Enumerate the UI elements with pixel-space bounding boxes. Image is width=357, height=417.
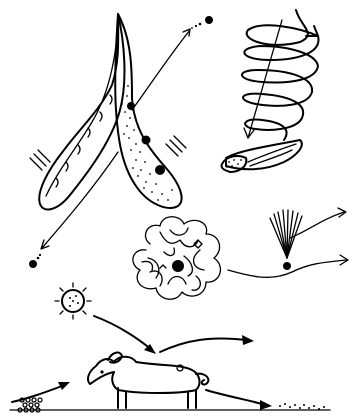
pod-left-valve xyxy=(39,14,124,210)
ejected-seed-trail xyxy=(191,23,201,29)
pappus-bristles xyxy=(270,210,302,258)
plumed-seed xyxy=(283,262,291,270)
animal-gut-panel xyxy=(10,353,330,412)
excrete-arrowhead xyxy=(260,400,272,410)
burr-carry-arrowhead xyxy=(242,335,254,345)
burr-carry-path xyxy=(160,339,246,353)
ingest-arrow xyxy=(12,386,62,402)
excrete-arrow xyxy=(206,390,262,404)
deposited-seeds xyxy=(279,403,325,410)
plumed-seed-panel xyxy=(228,208,348,277)
winged-seed-wing xyxy=(226,140,302,169)
wing-veins xyxy=(248,144,296,166)
pod-seed xyxy=(127,102,135,110)
tumbleweed xyxy=(133,217,221,300)
animal-eye xyxy=(100,370,103,373)
ejected-seed-trajectory xyxy=(42,152,118,248)
winged-seed-panel xyxy=(221,10,318,172)
ejected-seed xyxy=(29,260,37,268)
burr-panel xyxy=(55,283,254,354)
animal-body xyxy=(112,357,199,408)
pod-seed xyxy=(142,136,151,145)
bursting-pod-panel xyxy=(29,14,213,268)
ejected-seed-trajectory xyxy=(132,30,190,110)
ejected-seed-trail xyxy=(37,254,41,259)
tumbleweed-panel xyxy=(133,217,221,300)
tumbleweed-seed xyxy=(172,260,184,272)
ejected-seed xyxy=(205,16,213,24)
burr-texture xyxy=(69,295,79,307)
pod-left-valve-inner xyxy=(46,22,118,196)
pod-right-valve xyxy=(115,14,181,208)
burr-attach-path xyxy=(94,316,152,350)
pod-seed xyxy=(155,165,165,175)
